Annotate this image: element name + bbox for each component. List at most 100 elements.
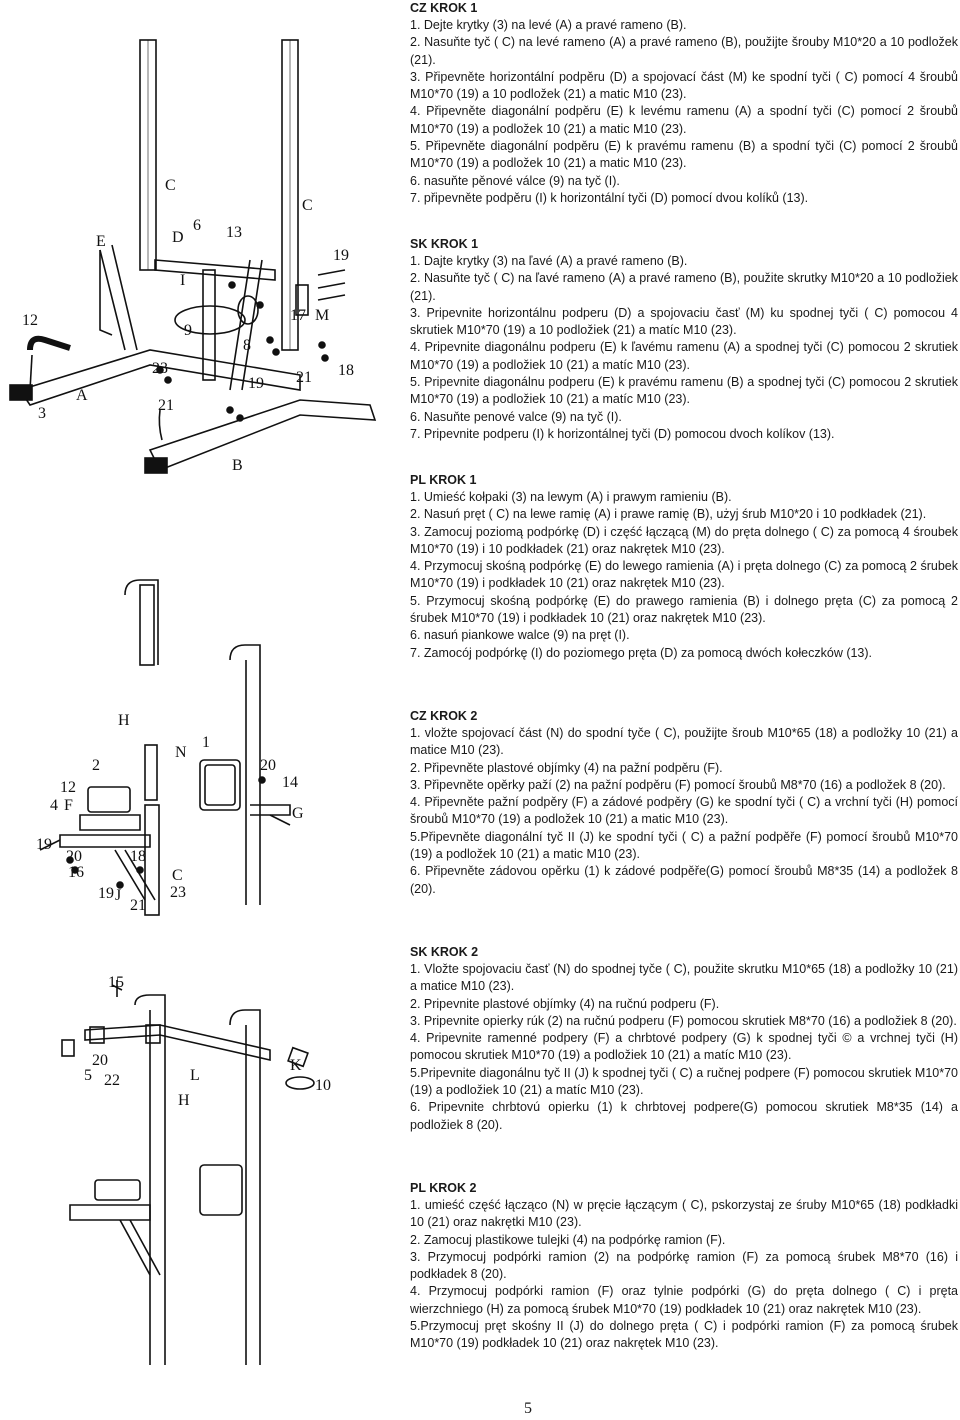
figure1-label: 3 — [38, 405, 46, 422]
figure1-label: C — [165, 177, 176, 194]
instruction-line: 5.Pripevnite diagonálnu tyč II (J) k spo… — [410, 1065, 958, 1098]
section-title: SK KROK 1 — [410, 237, 479, 251]
figure2-label: 23 — [170, 884, 186, 901]
figure2-label: 14 — [282, 774, 298, 791]
instruction-line: 3. Pripevnite opierky rúk (2) na ručnú p… — [410, 1013, 957, 1028]
instruction-line: 1. Dejte krytky (3) na levé (A) a pravé … — [410, 18, 687, 32]
figure3-label: L — [190, 1067, 200, 1084]
instruction-line: 1. Umieść kołpaki (3) na lewym (A) i pra… — [410, 490, 732, 504]
instruction-line: 3. Pripevnite horizontálnu podperu (D) a… — [410, 305, 958, 338]
instruction-line: 3. Připevněte opěrky paží (2) na pažní p… — [410, 777, 946, 792]
instruction-line: 4. Pripevnite diagonálnu podperu (E) k ľ… — [410, 340, 958, 372]
instruction-line: 2. Nasuňte tyč ( C) na ľavé rameno (A) a… — [410, 271, 958, 303]
figure3-label: 22 — [104, 1072, 120, 1089]
instruction-line: 7. Pripevnite podperu (I) k horizontálne… — [410, 426, 835, 441]
figure3-label: H — [178, 1092, 190, 1109]
instruction-line: 6. nasuňte pěnové válce (9) na tyč (I). — [410, 173, 620, 188]
figure1-label: 12 — [22, 312, 38, 329]
instruction-line: 1. Vložte spojovaciu časť (N) do spodnej… — [410, 962, 958, 994]
figure1-label: 8 — [243, 337, 251, 354]
figure2-label: J — [115, 887, 121, 904]
figure3-label: 10 — [315, 1077, 331, 1094]
section-pl-krok-1: PL KROK 1 1. Umieść kołpaki (3) na lewym… — [410, 472, 958, 662]
figure3-label: 5 — [84, 1067, 92, 1084]
instruction-line: 1. Dajte krytky (3) na ľavé (A) a pravé … — [410, 254, 688, 268]
section-title: CZ KROK 2 — [410, 709, 478, 723]
instruction-line: 2. Nasuňte tyč ( C) na levé rameno (A) a… — [410, 35, 958, 67]
section-title: SK KROK 2 — [410, 945, 479, 959]
figure2-label: H — [118, 712, 130, 729]
figure1-label: I — [180, 272, 185, 289]
instruction-line: 1. vložte spojovací část (N) do spodní t… — [410, 726, 958, 758]
instruction-line: 5.Připevněte diagonální tyč II (J) ke sp… — [410, 829, 958, 862]
section-title: PL KROK 1 — [410, 473, 477, 487]
figure1-label: 18 — [338, 362, 354, 379]
instruction-line: 3. Zamocuj poziomą podpórkę (D) i część … — [410, 524, 958, 556]
instruction-line: 2. Zamocuj plastikowe tulejki (4) na pod… — [410, 1232, 726, 1247]
figure1-label: 9 — [184, 322, 192, 339]
figure2-label: 4 — [50, 797, 58, 814]
instruction-line: 3. Przymocuj podpórki ramion (2) na podp… — [410, 1249, 958, 1282]
figure1-label: 19 — [333, 247, 349, 264]
section-title: PL KROK 2 — [410, 1181, 477, 1195]
instruction-line: 7. připevněte podpěru (I) k horizontální… — [410, 190, 809, 205]
figure2-label: 2 — [92, 757, 100, 774]
section-sk-krok-1: SK KROK 1 1. Dajte krytky (3) na ľavé (A… — [410, 236, 958, 443]
figure2-label: 19 — [98, 885, 114, 902]
figure2-label: 16 — [68, 864, 84, 881]
figure2-label: 20 — [260, 757, 276, 774]
figure3-label: K — [290, 1057, 302, 1074]
section-cz-krok-1: CZ KROK 1 1. Dejte krytky (3) na levé (A… — [410, 0, 958, 207]
instruction-line: 6. nasuń piankowe walce (9) na pręt (I). — [410, 628, 630, 643]
instruction-line: 6. Nasuňte penové valce (9) na tyč (I). — [410, 409, 622, 424]
figure3-label: 20 — [92, 1052, 108, 1069]
assembly-figure-step2: H N 1 2 20 14 12 G 4 F 19 20 16 18 C 23 … — [36, 579, 304, 916]
assembly-figure-step1: C C 6 13 E D 19 12 I 17 M 9 8 23 A 21 19… — [9, 39, 377, 474]
figure2-label: 18 — [130, 848, 146, 865]
section-title: CZ KROK 1 — [410, 1, 478, 15]
instruction-line: 2. Připevněte plastové objímky (4) na pa… — [410, 760, 723, 775]
figure1-label: E — [96, 233, 106, 250]
figure2-label: 1 — [202, 734, 210, 751]
figure2-label: 19 — [36, 836, 52, 853]
figure2-label: 12 — [60, 779, 76, 796]
figure1-label: B — [232, 457, 243, 474]
figure1-label: A — [76, 387, 88, 404]
instruction-line: 5.Przymocuj pręt skośny II (J) do dolneg… — [410, 1319, 958, 1351]
figure1-label: 6 — [193, 217, 201, 234]
instruction-line: 4. Przymocuj podpórki ramion (F) oraz ty… — [410, 1284, 958, 1316]
figure1-label: 17 — [290, 307, 306, 324]
instruction-line: 4. Przymocuj skośną podpórkę (E) do lewe… — [410, 559, 958, 591]
instruction-line: 5. Připevněte diagonální podpěru (E) k p… — [410, 139, 958, 171]
section-cz-krok-2: CZ KROK 2 1. vložte spojovací část (N) d… — [410, 708, 958, 898]
instruction-line: 3. Připevněte horizontální podpěru (D) a… — [410, 69, 958, 102]
figure1-label: 23 — [152, 360, 168, 377]
instruction-line: 7. Zamocój podpórkę (I) do poziomego prę… — [410, 645, 873, 660]
instruction-line: 2. Pripevnite plastové objímky (4) na ru… — [410, 996, 720, 1011]
assembly-figure-step3: 15 20 5 22 L H K 10 — [61, 974, 331, 1365]
figure1-label: C — [302, 197, 313, 214]
instruction-line: 5. Pripevnite diagonálnu podperu (E) k p… — [410, 375, 958, 407]
figure1-label: 21 — [296, 369, 312, 386]
section-sk-krok-2: SK KROK 2 1. Vložte spojovaciu časť (N) … — [410, 944, 958, 1134]
instruction-line: 4. Pripevnite ramenné podpery (F) a chrb… — [410, 1031, 958, 1063]
figure2-label: F — [64, 797, 73, 814]
figure3-label: 15 — [108, 974, 124, 991]
instruction-line: 4. Připevněte pažní podpěry (F) a zádové… — [410, 795, 958, 827]
instruction-line: 4. Připevněte diagonální podpěru (E) k l… — [410, 104, 958, 136]
instruction-line: 6. Pripevnite chrbtovú opierku (1) k chr… — [410, 1100, 958, 1132]
section-pl-krok-2: PL KROK 2 1. umieść część łącząco (N) w … — [410, 1180, 958, 1353]
instruction-line: 5. Przymocuj skośną podpórkę (E) do praw… — [410, 593, 958, 626]
figure2-label: 21 — [130, 897, 146, 914]
figure2-label: G — [292, 805, 304, 822]
figure1-label: 13 — [226, 224, 242, 241]
figure2-label: 20 — [66, 848, 82, 865]
figure2-label: N — [175, 744, 187, 761]
instruction-line: 2. Nasuń pręt ( C) na lewe ramię (A) i p… — [410, 507, 927, 522]
figure1-label: 19 — [248, 375, 264, 392]
figure1-label: D — [172, 229, 184, 246]
figure1-label: 21 — [158, 397, 174, 414]
page-number: 5 — [524, 1400, 532, 1417]
instruction-line: 6. Připevněte zádovou opěrku (1) k zádov… — [410, 864, 958, 896]
instruction-line: 1. umieść część łącząco (N) w pręcie łąc… — [410, 1198, 958, 1230]
